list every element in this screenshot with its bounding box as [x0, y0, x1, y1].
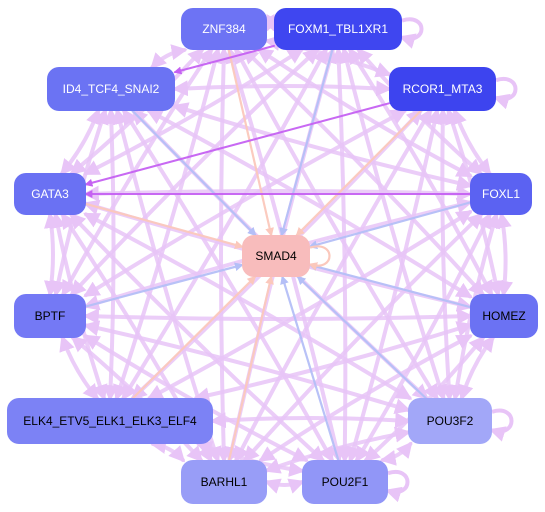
- node-box: [181, 460, 267, 504]
- node-label: BARHL1: [201, 475, 248, 489]
- node-znf384[interactable]: ZNF384: [181, 8, 267, 50]
- edge-id4_tcf4_snai2-to-smad4: [131, 109, 257, 237]
- node-gata3[interactable]: GATA3: [14, 173, 86, 215]
- node-box: [302, 460, 388, 504]
- edge-rcor1_mta3-to-gata3: [84, 102, 390, 187]
- edge-elk4_etv5_elk1_elk3_elf4-to-smad4: [132, 275, 257, 400]
- edge-gata3-to-bptf: [44, 211, 60, 298]
- node-label: GATA3: [31, 187, 69, 201]
- node-foxm1_tbl1xr1[interactable]: FOXM1_TBL1XR1: [274, 8, 402, 50]
- edge-barhl1-to-pou2f1: [263, 478, 306, 494]
- edge-homez-to-smad4: [308, 262, 472, 309]
- node-box: [470, 294, 538, 338]
- edge-foxm1_tbl1xr1-to-id4_tcf4_snai2: [173, 44, 275, 75]
- node-box: [470, 173, 532, 215]
- self-loop-pou2f1: [384, 469, 410, 503]
- self-loop-layer: [308, 17, 518, 503]
- node-barhl1[interactable]: BARHL1: [181, 460, 267, 504]
- node-label: RCOR1_MTA3: [403, 82, 483, 96]
- edge-bptf-to-elk4_etv5_elk1_elk3_elf4: [59, 334, 99, 401]
- node-pou2f1[interactable]: POU2F1: [302, 460, 388, 504]
- node-pou3f2[interactable]: POU3F2: [408, 398, 492, 444]
- edge-id4_tcf4_snai2-to-rcor1_mta3: [171, 80, 393, 97]
- node-label: BPTF: [35, 309, 66, 323]
- edge-bptf-to-smad4: [84, 262, 244, 308]
- node-label: ELK4_ETV5_ELK1_ELK3_ELF4: [23, 414, 197, 428]
- edge-gata3-to-foxl1: [82, 185, 474, 202]
- node-box: [242, 235, 310, 277]
- node-label: POU3F2: [427, 414, 474, 428]
- node-label: HOMEZ: [482, 309, 525, 323]
- edge-barhl1-to-smad4: [228, 275, 274, 462]
- edge-rcor1_mta3-to-foxl1: [451, 107, 492, 176]
- node-box: [274, 8, 402, 50]
- edge-foxl1-to-smad4: [308, 201, 472, 249]
- edge-foxl1-to-homez: [495, 211, 514, 298]
- node-foxl1[interactable]: FOXL1: [470, 173, 532, 215]
- edge-znf384-to-smad4: [227, 48, 274, 237]
- node-homez[interactable]: HOMEZ: [470, 294, 538, 338]
- edge-bptf-to-homez: [82, 308, 474, 325]
- edge-pou3f2-to-pou2f1: [379, 441, 413, 466]
- node-box: [47, 67, 175, 111]
- edge-znf384-to-id4_tcf4_snai2: [150, 44, 188, 70]
- edge-znf384-to-foxm1_tbl1xr1: [260, 13, 281, 32]
- node-box: [389, 67, 496, 111]
- edge-znf384-to-barhl1: [215, 46, 232, 464]
- node-label: ZNF384: [202, 22, 246, 36]
- node-label: FOXL1: [482, 187, 520, 201]
- self-loop-rcor1_mta3: [492, 76, 518, 110]
- edge-gata3-to-smad4: [84, 202, 244, 250]
- node-id4_tcf4_snai2[interactable]: ID4_TCF4_SNAI2: [47, 67, 175, 111]
- edge-pou3f2-to-barhl1: [263, 426, 412, 474]
- edge-layer: [44, 13, 514, 494]
- node-box: [7, 398, 213, 444]
- edge-rcor1_mta3-to-smad4: [295, 109, 422, 237]
- node-box: [14, 173, 86, 215]
- node-label: POU2F1: [322, 475, 369, 489]
- node-box: [408, 398, 492, 444]
- node-label: ID4_TCF4_SNAI2: [63, 82, 160, 96]
- node-rcor1_mta3[interactable]: RCOR1_MTA3: [389, 67, 496, 111]
- node-elk4_etv5_elk1_elk3_elf4[interactable]: ELK4_ETV5_ELK1_ELK3_ELF4: [7, 398, 213, 444]
- self-loop-foxm1_tbl1xr1: [398, 17, 424, 49]
- edge-elk4_etv5_elk1_elk3_elf4-to-barhl1: [149, 438, 186, 463]
- self-loop-pou3f2: [488, 408, 514, 442]
- node-bptf[interactable]: BPTF: [14, 294, 86, 338]
- node-box: [14, 294, 86, 338]
- edge-foxm1_tbl1xr1-to-smad4: [279, 48, 334, 237]
- edge-elk4_etv5_elk1_elk3_elf4-to-pou3f2: [209, 412, 412, 429]
- edge-pou3f2-to-smad4: [296, 275, 427, 400]
- edge-pou2f1-to-smad4: [280, 275, 340, 462]
- edge-homez-to-pou3f2: [457, 335, 495, 402]
- node-box: [181, 8, 267, 50]
- node-label: FOXM1_TBL1XR1: [288, 22, 388, 36]
- node-smad4[interactable]: SMAD4: [242, 235, 310, 277]
- edge-foxm1_tbl1xr1-to-pou2f1: [330, 46, 353, 464]
- self-loop-smad4: [308, 245, 331, 271]
- node-label: SMAD4: [255, 249, 297, 263]
